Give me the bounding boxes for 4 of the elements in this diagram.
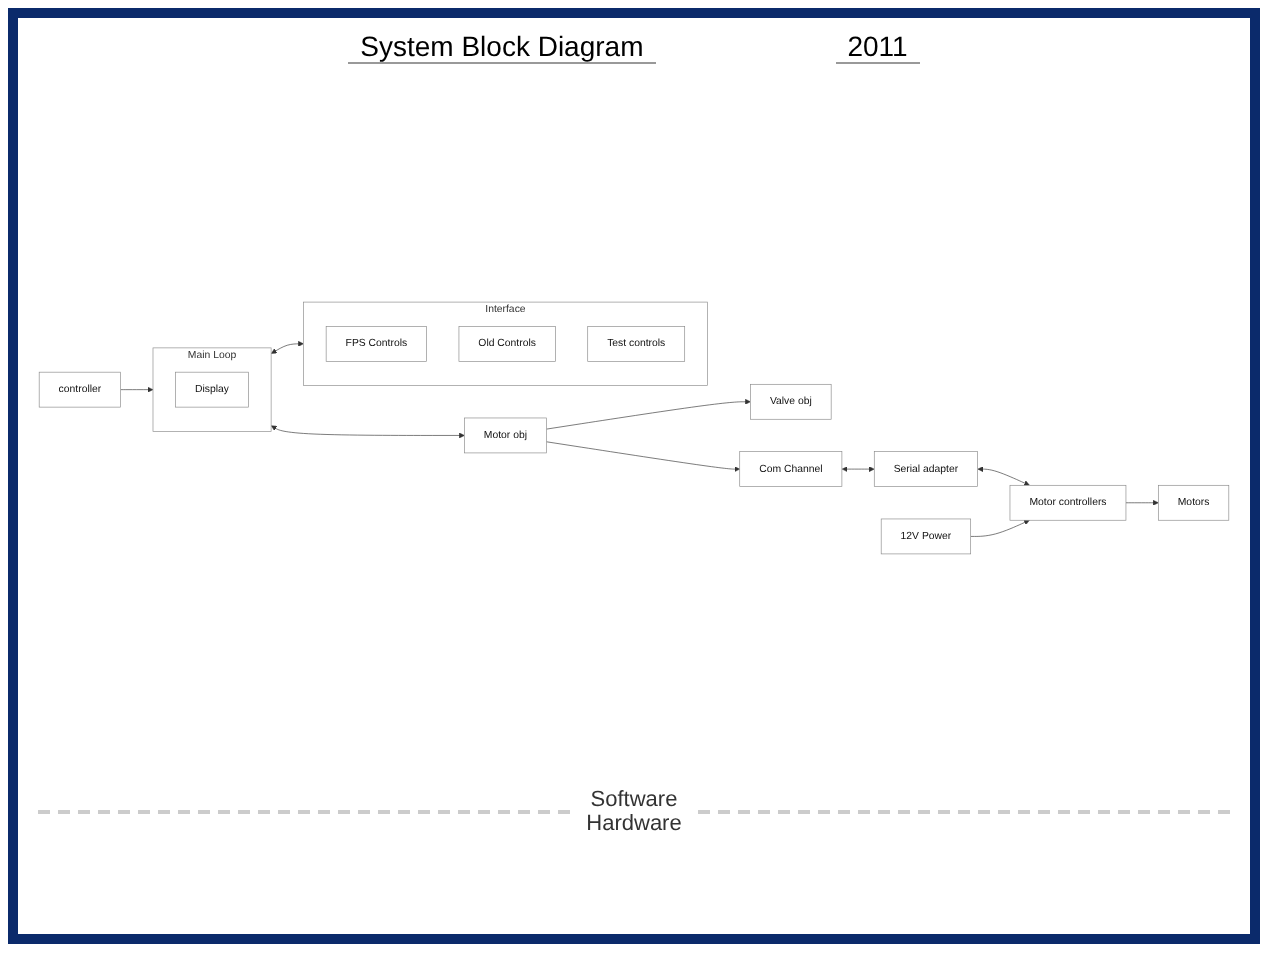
year-label: 2011 xyxy=(835,30,920,64)
layer-label: Software xyxy=(590,788,678,812)
layer-label: Hardware xyxy=(586,812,682,836)
diagram-title: System Block Diagram xyxy=(348,30,656,64)
